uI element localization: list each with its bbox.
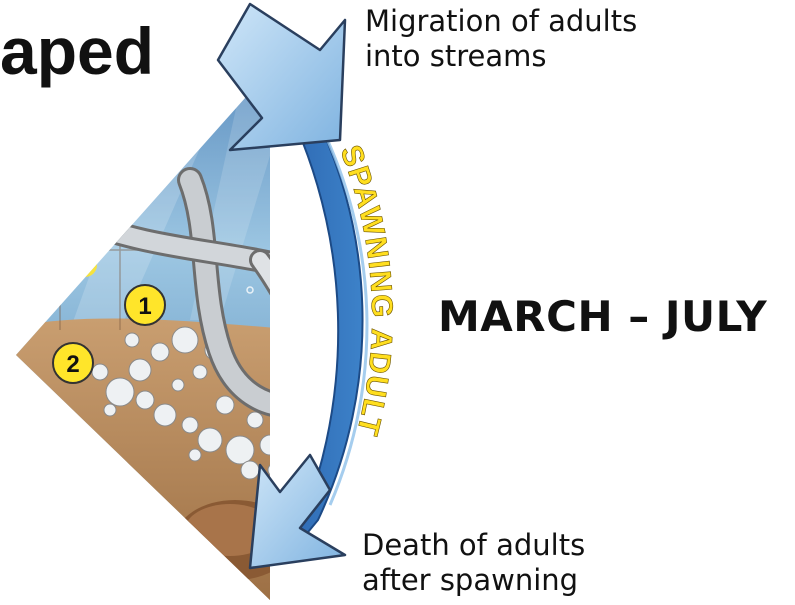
death-note-line-2: after spawning bbox=[362, 563, 585, 598]
migration-note-line-1: Migration of adults bbox=[365, 4, 637, 39]
title-fragment: aped bbox=[0, 18, 154, 84]
marker-1-number: 1 bbox=[138, 293, 151, 320]
marker-2: 2 bbox=[53, 343, 93, 383]
marker-2-number: 2 bbox=[66, 351, 79, 378]
migration-note-line-2: into streams bbox=[365, 39, 637, 74]
death-note-line-1: Death of adults bbox=[362, 528, 585, 563]
migration-note: Migration of adults into streams bbox=[365, 4, 637, 75]
death-note: Death of adults after spawning bbox=[362, 528, 585, 599]
stage-period: MARCH – JULY bbox=[438, 292, 767, 341]
marker-1: 1 bbox=[125, 285, 165, 325]
